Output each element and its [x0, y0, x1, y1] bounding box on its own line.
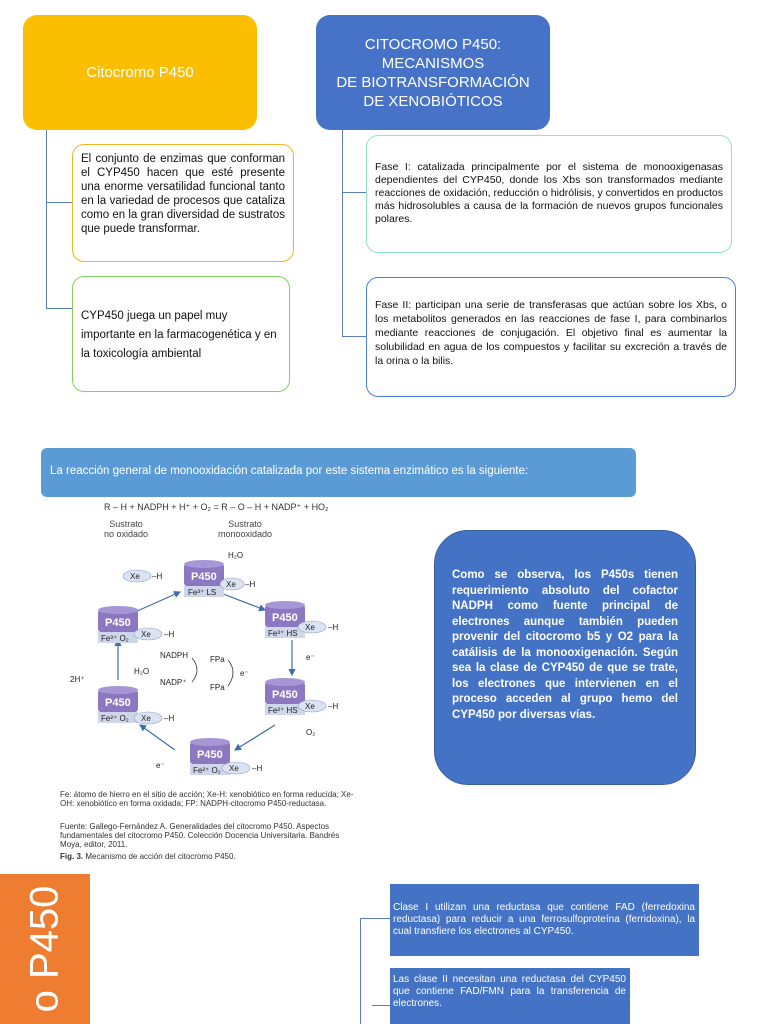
fe2-hs-label: Fe²⁺ HS — [268, 706, 298, 715]
connector-clase1 — [360, 918, 390, 919]
figure-legend: Fe: átomo de hierro en el sitio de acció… — [60, 790, 354, 808]
h-label-1: –H — [152, 572, 162, 581]
card-cyp-papel: CYP450 juega un papel muy importante en … — [72, 276, 290, 392]
connector-right-h2 — [342, 336, 366, 337]
clase-ii-box: Las clase II necesitan una reductasa del… — [390, 968, 630, 1024]
fe3-hs-label: Fe³⁺ HS — [268, 629, 298, 638]
fpa-curve — [227, 659, 234, 687]
e-label-bottom: e⁻ — [156, 761, 165, 770]
p450-label-bottom: P450 — [197, 749, 223, 761]
title-left-text: Citocromo P450 — [86, 64, 194, 81]
orange-side-strip: o P450 — [0, 874, 90, 1024]
card-fase-1: Fase I: catalizada principalmente por el… — [366, 135, 732, 253]
h-label-6: –H — [164, 714, 174, 723]
xe-label-7: Xe — [141, 630, 151, 639]
arrow-6 — [134, 591, 182, 613]
twoh-label: 2H⁺ — [70, 675, 84, 684]
clase-i-box: Clase I utilizan una reductasa que conti… — [390, 884, 699, 956]
connector-right-vertical — [342, 130, 343, 336]
card-enzimas: El conjunto de enzimas que conforman el … — [72, 144, 294, 262]
xe-label-6: Xe — [141, 714, 151, 723]
h2o-left-label: H₂O — [134, 667, 149, 676]
connector-left-h2 — [46, 308, 72, 309]
figure-caption-text: Mecanismo de acción del citocromo P450. — [85, 852, 236, 861]
figure-caption-label: Fig. 3. — [60, 852, 84, 861]
title-citocromo-p450: Citocromo P450 — [23, 15, 257, 130]
nadp-label: NADP⁺ — [160, 678, 186, 687]
arrow-4 — [139, 724, 176, 751]
xe-label-1: Xe — [130, 572, 140, 581]
xe-pill-6 — [133, 711, 163, 725]
p450-cylinder-left-top: P450 Fe³⁺ O₂ — [98, 606, 138, 643]
xe-pill-2 — [219, 577, 245, 591]
title-right-text: CITOCROMO P450: MECANISMOS DE BIOTRANSFO… — [336, 35, 530, 110]
connector-left-h1 — [46, 202, 72, 203]
figure-source: Fuente: Gallego-Fernández A. Generalidad… — [60, 822, 340, 849]
info-bubble-text: Como se observa, los P450s tienen requer… — [452, 569, 678, 721]
e-label-right: e⁻ — [306, 653, 315, 662]
connector-left-vertical — [46, 130, 47, 308]
p450-cylinder-bottom: P450 Fe²⁺ O₂ — [190, 738, 230, 775]
figure-caption: Fig. 3. Mecanismo de acción del citocrom… — [60, 852, 360, 861]
title-mecanismos: CITOCROMO P450: MECANISMOS DE BIOTRANSFO… — [316, 15, 550, 130]
xe-label-3: Xe — [305, 623, 315, 632]
reaction-equation: R – H + NADPH + H⁺ + O₂ = R – O – H + NA… — [104, 502, 329, 512]
fe2-o2-bottom-label: Fe²⁺ O₂ — [193, 766, 221, 775]
o2-label: O₂ — [306, 728, 315, 737]
card-fase-2: Fase II: participan una serie de transfe… — [366, 277, 736, 397]
p450-label-right-bottom: P450 — [272, 689, 298, 701]
xe-pill-3 — [297, 620, 327, 634]
connector-right-h1 — [342, 192, 366, 193]
label-sustrato-monooxidado: Sustrato monooxidado — [217, 519, 273, 539]
orange-strip-text: o P450 — [22, 885, 67, 1013]
fpa-ox-label: FPa — [210, 683, 225, 692]
h2o-top-label: H₂O — [228, 551, 243, 560]
arrow-1 — [217, 591, 267, 612]
card-cyp-papel-text: CYP450 juega un papel muy importante en … — [81, 310, 277, 360]
info-bubble: Como se observa, los P450s tienen requer… — [434, 530, 696, 785]
xe-pill-4 — [297, 699, 327, 713]
p450-label-left-top: P450 — [105, 617, 131, 629]
h-label-7: –H — [164, 630, 174, 639]
connector-clase2 — [372, 1005, 390, 1006]
clase-ii-text: Las clase II necesitan una reductasa del… — [393, 974, 626, 1009]
label-sustrato-no-oxidado: Sustrato no oxidado — [103, 519, 149, 539]
xe-label-5: Xe — [229, 764, 239, 773]
p450-label-top: P450 — [191, 571, 217, 583]
reaction-banner-text: La reacción general de monooxidación cat… — [50, 465, 529, 477]
card-enzimas-text: El conjunto de enzimas que conforman el … — [81, 153, 285, 235]
fe3-ls-label: Fe³⁺ LS — [188, 588, 216, 597]
p450-label-right-top: P450 — [272, 612, 298, 624]
p450-cylinder-top: P450 Fe³⁺ LS — [184, 560, 224, 597]
xe-pill-1 — [122, 569, 152, 583]
p450-cylinder-right-bottom: P450 Fe²⁺ HS — [265, 678, 305, 715]
clase-i-text: Clase I utilizan una reductasa que conti… — [393, 902, 695, 937]
nadph-label: NADPH — [160, 651, 188, 660]
p450-cycle-diagram: P450 Fe³⁺ LS P450 Fe³⁺ HS P450 Fe²⁺ HS P… — [70, 551, 338, 775]
nadph-curve — [191, 657, 198, 683]
h-label-3: –H — [328, 623, 338, 632]
reaction-banner: La reacción general de monooxidación cat… — [41, 448, 636, 497]
card-fase-1-text: Fase I: catalizada principalmente por el… — [375, 161, 723, 225]
p450-cylinder-right-top: P450 Fe³⁺ HS — [265, 601, 305, 638]
xe-pill-7 — [133, 627, 163, 641]
fe2-o2-label: Fe²⁺ O₂ — [101, 714, 129, 723]
connector-clases-vertical — [360, 918, 361, 1024]
e-label-center: e⁻ — [240, 669, 249, 678]
xe-pill-5 — [221, 761, 251, 775]
h-label-5: –H — [252, 764, 262, 773]
fpa-red-label: FPa — [210, 655, 225, 664]
p450-cylinder-left-bottom: P450 Fe²⁺ O₂ — [98, 686, 138, 723]
h-label-4: –H — [328, 702, 338, 711]
h-label-2: –H — [245, 580, 255, 589]
xe-label-2: Xe — [226, 580, 236, 589]
card-fase-2-text: Fase II: participan una serie de transfe… — [375, 299, 727, 367]
arrow-3 — [233, 724, 276, 751]
p450-label-left-bottom: P450 — [105, 697, 131, 709]
xe-label-4: Xe — [305, 702, 315, 711]
fe3-o2-label: Fe³⁺ O₂ — [101, 634, 129, 643]
